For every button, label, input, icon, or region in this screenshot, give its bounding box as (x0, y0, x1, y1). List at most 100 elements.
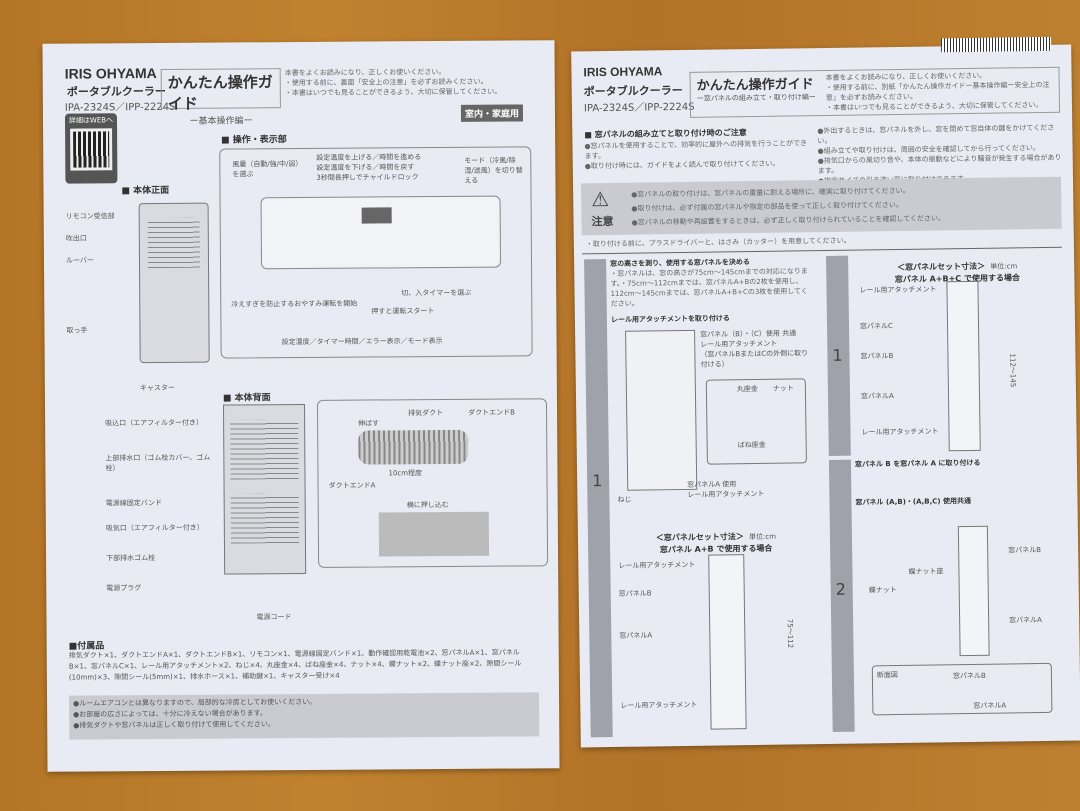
guide-subtitle: ー基本操作編ー (189, 116, 253, 127)
step-number: 1 (832, 345, 843, 365)
step-number: 2 (835, 579, 847, 599)
panel-ab-illustration (708, 554, 747, 730)
duct-diagram: 排気ダクト ダクトエンドB ダクトエンドA 伸ばす 10cm程度 横に押し込む (316, 398, 549, 568)
label: レール用アタッチメント (620, 700, 698, 710)
set-ab-heading: ＜窓パネルセット寸法＞ 単位:cm 窓パネル A+B で使用する場合 (614, 523, 818, 556)
model-number: IPA-2324S／IPP-2224S (64, 101, 176, 114)
unit-front-illustration (138, 202, 210, 364)
step-text: ・窓パネルは、窓の高さが75cm〜145cmまでの対応になります。・75cm〜1… (610, 267, 808, 308)
back-labels: 吸込口（エアフィルター付き） 上部排水口（ゴム栓カバー、ゴム栓） 電源線固定バン… (105, 418, 216, 594)
label: レール用アタッチメント (618, 560, 696, 570)
label: レール用アタッチメント (859, 285, 937, 295)
label: 吸気口（エアフィルター付き） (105, 523, 204, 533)
step-subtitle: 窓パネル (A,B)・(A,B,C) 使用共通 (855, 496, 972, 507)
step-bar: 1 (584, 259, 613, 738)
louver (147, 217, 201, 269)
label: 窓パネルB (952, 671, 986, 681)
label: キャスター (139, 383, 175, 393)
product-name: ポータブルクーラー (583, 83, 683, 99)
guide-title-box: かんたん操作ガイド ー窓パネルの組み立て・取り付け編ー 本書をよくお読みになり、… (689, 66, 1061, 118)
label: 窓パネルB (860, 352, 894, 361)
section-control: ■ 操作・表示部 (221, 135, 287, 146)
step-number: 1 (592, 471, 603, 491)
section-front: ■ 本体正面 (121, 185, 170, 197)
unit-back-illustration (222, 403, 307, 575)
duct-insert-illustration (378, 511, 490, 557)
label: 3秒間長押しでチャイルドロック (316, 173, 419, 182)
label: 電源プラグ (106, 584, 142, 593)
note: ●取り付け時には、ガイドをよく読んで取り付けてください。 (584, 159, 780, 171)
brand-logo: IRIS OHYAMA (64, 64, 157, 82)
step-bar: 1 (826, 255, 851, 456)
guide-notes: 本書をよくお読みになり、正しくお使いください。 ・使用する前に、裏面「安全上の注… (285, 66, 535, 98)
rail-attachment-illustration (625, 329, 698, 491)
guide-title: かんたん操作ガイド (167, 73, 273, 113)
label: 切、入タイマーを選ぶ (401, 288, 472, 298)
label: 風量（自動/強/中/弱）を選ぶ (232, 160, 299, 179)
section-title: ■ 窓パネルの組み立てと取り付け時のご注意 (584, 128, 747, 140)
label: 設定温度／タイマー時間／エラー表示／モード表示 (281, 337, 443, 347)
step1-block: 窓の高さを測り、使用する窓パネルを決める ・窓パネルは、窓の高さが75cm〜14… (610, 256, 815, 325)
label: 電源線固定バンド (105, 498, 163, 508)
cross-section-diagram: 断面図 窓パネルB 窓パネルA (871, 662, 1053, 716)
label: 窓パネルB (1008, 546, 1042, 555)
label: 押すと運転スタート (371, 307, 435, 316)
label: モード（冷風/除湿/送風）を切り替える (464, 156, 523, 185)
rail-labels: 窓パネル（B）・（C）使用 共通 レール用アタッチメント （窓パネルBまたはCの… (700, 328, 811, 370)
unit: 単位:cm (990, 262, 1018, 271)
label: 窓パネルA (619, 631, 653, 640)
caution-box: ⚠ 注意 ●窓パネルの取り付けは、窓パネルの重量に耐える場所に、確実に取り付けて… (581, 176, 1062, 236)
label: ダクトエンドA (328, 481, 376, 490)
label: 10cm程度 (388, 469, 423, 478)
set-title: ＜窓パネルセット寸法＞ (655, 532, 744, 543)
step2-block: 窓パネル B を窓パネル A に取り付ける 窓パネル (A,B)・(A,B,C)… (855, 457, 1066, 508)
label: 伸ばす (358, 419, 380, 428)
label: 丸座金 (736, 384, 758, 394)
label: 下部排水ゴム栓 (106, 554, 156, 563)
guide-notes: 本書をよくお読みになり、正しくお使いください。 ・使用する前に、別紙「かんたん操… (825, 70, 1056, 113)
exhaust-duct (358, 429, 469, 465)
label: 吸込口（エアフィルター付き） (105, 418, 204, 428)
model-number: IPA-2324S／IPP-2224S (583, 101, 695, 115)
label: 電源コード (256, 613, 292, 622)
caution: ●排気ダクトや窓パネルは正しく取り付けて使用してください。 (73, 720, 275, 730)
panel-join-illustration (957, 525, 990, 657)
label: ルーバー (65, 256, 94, 265)
label: 蝶ナット座 (908, 567, 944, 576)
dimension: 112〜145 (1008, 353, 1017, 388)
step-title: レール用アタッチメントを取り付ける (610, 314, 730, 324)
label: 断面図 (876, 671, 898, 680)
rear-vent (230, 493, 299, 544)
barcode (941, 36, 1052, 53)
unit: 単位:cm (748, 532, 777, 542)
label: 蝶ナット (868, 586, 897, 595)
panel-abc-illustration (946, 280, 981, 452)
label: 窓パネルA (860, 392, 894, 401)
label: 取っ手 (66, 326, 88, 335)
web-qr-block: 詳細はWEBへ (64, 113, 118, 184)
rail-labels-a: 窓パネルA 使用 レール用アタッチメント (687, 478, 807, 500)
label: 上部排水口（ゴム栓カバー、ゴム栓） (105, 453, 211, 473)
web-label: 詳細はWEBへ (68, 116, 114, 125)
notes-left: ●窓パネルを使用することで、効率的に屋外への排気を行うことができます。 ●取り付… (584, 138, 809, 171)
control-panel (260, 195, 502, 270)
qr-code (70, 128, 113, 171)
usage-tag: 室内・家庭用 (460, 104, 524, 122)
step-title: 窓パネル B を窓パネル A に取り付ける (854, 458, 981, 469)
label: ねじ (617, 495, 632, 504)
warning-triangle-icon: ⚠ (591, 187, 610, 212)
note: ・本書はいつでも見ることができるよう、大切に保管してください。 (825, 100, 1043, 112)
front-labels: リモコン受信部 吹出口 ルーバー 取っ手 (66, 211, 137, 380)
screw-detail: 丸座金 ナット ばね座金 (705, 378, 807, 465)
accessories-list: 排気ダクト×1、ダクトエンドA×1、ダクトエンドB×1、リモコン×1、電源線固定… (68, 648, 522, 682)
label: ナット (772, 384, 794, 393)
label: 排気ダクト (408, 409, 444, 418)
note: ・本書はいつでも見ることができるよう、大切に保管してください。 (284, 87, 502, 98)
label: （窓パネルBまたはCの外側に取り付ける） (700, 349, 809, 369)
dimension: 75〜112 (785, 618, 795, 649)
label: レール用アタッチメント (687, 489, 765, 499)
panel-ab-labels: レール用アタッチメント 窓パネルB 窓パネルA レール用アタッチメント (618, 560, 700, 711)
label: 冷えすぎを防止するおやすみ運転を開始 (231, 299, 358, 309)
set-title: ＜窓パネルセット寸法＞ (897, 261, 986, 272)
tools-note: ・取り付ける前に、プラスドライバーと、はさみ（カッター）を用意してください。 (585, 236, 851, 249)
